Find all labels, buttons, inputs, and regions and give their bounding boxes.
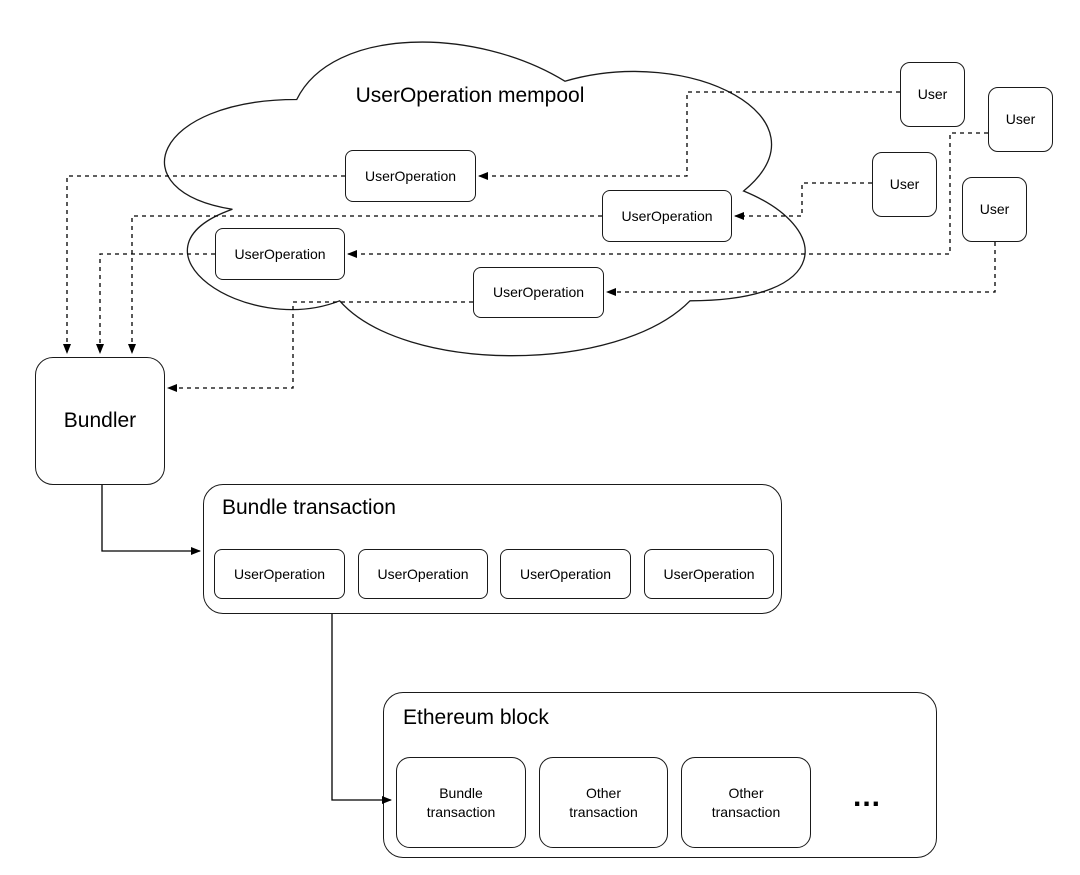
ellipsis-label: ...	[852, 779, 881, 813]
mempool-useroperation-3: UserOperation	[602, 190, 732, 242]
bundler-node: Bundler	[35, 357, 165, 485]
ethereum-block-container: Ethereum block Bundle transaction Other …	[383, 692, 937, 858]
mempool-title: UserOperation mempool	[355, 84, 585, 107]
user-node-1: User	[900, 62, 965, 127]
user-node-2: User	[988, 87, 1053, 152]
ethereum-other-transaction-1: Other transaction	[539, 757, 668, 848]
ethereum-other-transaction-2: Other transaction	[681, 757, 811, 848]
bundle-useroperation-3: UserOperation	[500, 549, 631, 599]
mempool-useroperation-4: UserOperation	[473, 267, 604, 318]
bundle-transaction-container: Bundle transaction UserOperation UserOpe…	[203, 484, 782, 614]
ethereum-other-transaction-1-line1: Other	[585, 785, 621, 802]
mempool-useroperation-1: UserOperation	[345, 150, 476, 202]
ethereum-other-transaction-1-line2: transaction	[569, 803, 638, 820]
ethereum-bundle-transaction: Bundle transaction	[396, 757, 526, 848]
ethereum-block-title: Ethereum block	[403, 706, 549, 729]
bundle-useroperation-1: UserOperation	[214, 549, 345, 599]
ethereum-bundle-transaction-line1: Bundle	[439, 785, 483, 802]
user-node-4: User	[962, 177, 1027, 242]
user-node-3: User	[872, 152, 937, 217]
bundle-useroperation-4: UserOperation	[644, 549, 774, 599]
bundle-transaction-title: Bundle transaction	[222, 496, 396, 519]
ethereum-bundle-transaction-line2: transaction	[426, 803, 496, 820]
ethereum-other-transaction-2-line1: Other	[728, 785, 764, 802]
bundle-useroperation-2: UserOperation	[358, 549, 488, 599]
ethereum-other-transaction-2-line2: transaction	[711, 803, 781, 820]
mempool-useroperation-2: UserOperation	[215, 228, 345, 280]
